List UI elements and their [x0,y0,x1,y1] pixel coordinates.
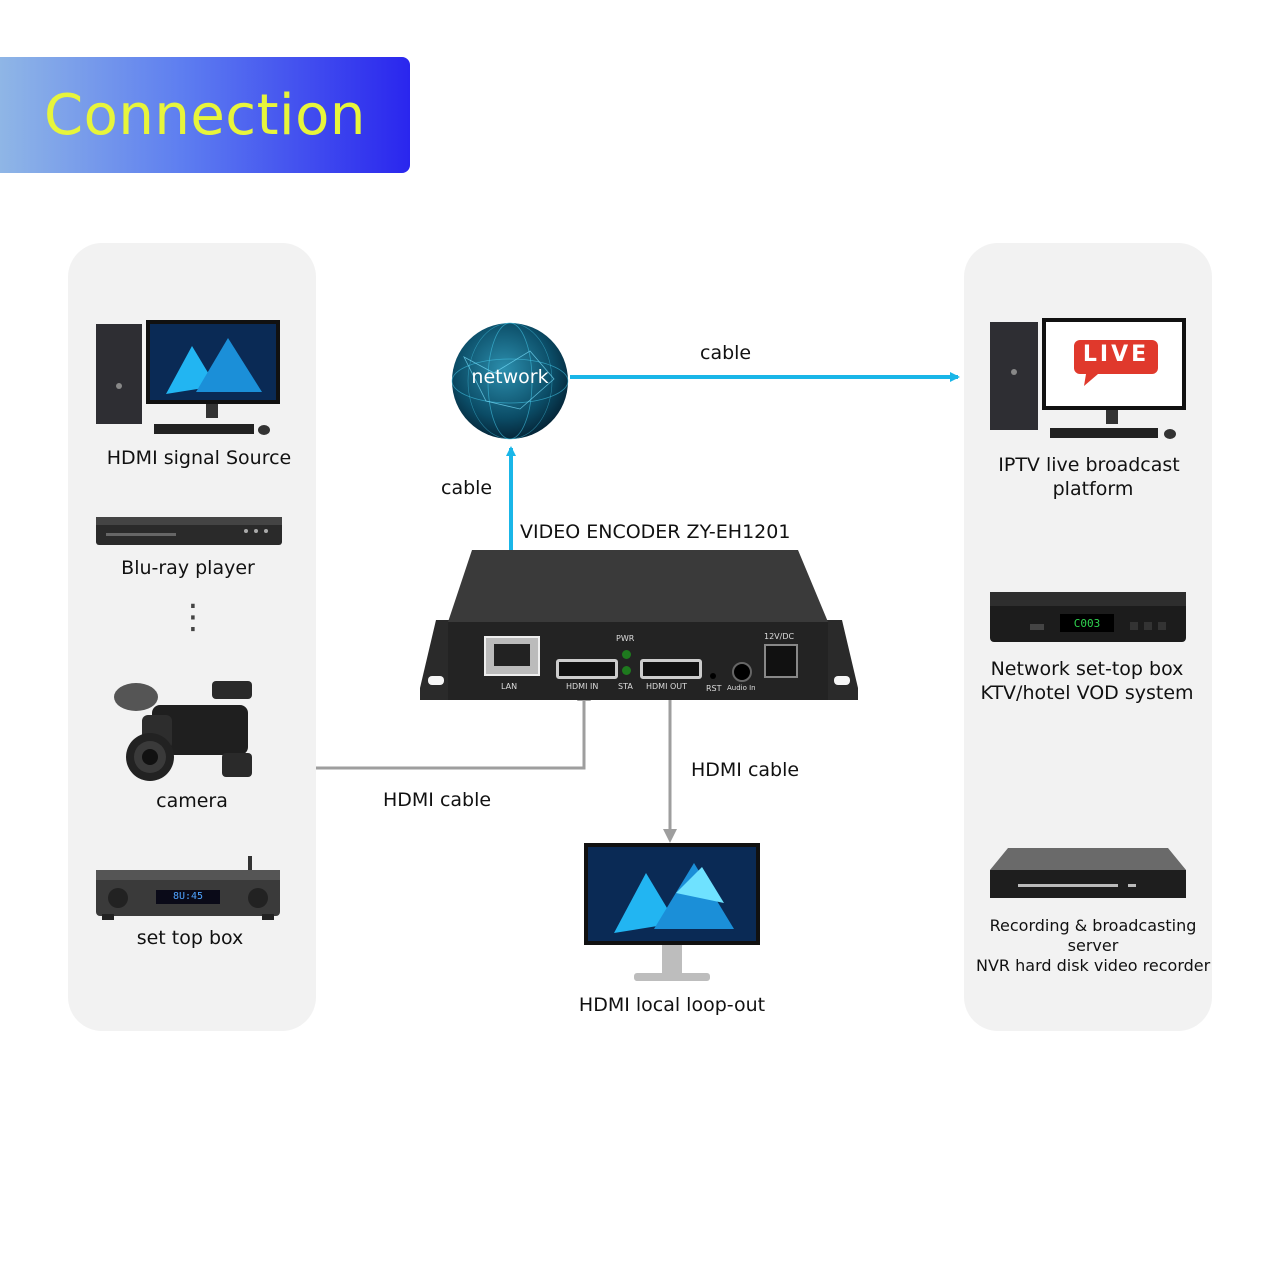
settop-display-text: 8U:45 [172,891,204,902]
dest-label-settop-line1: Network set-top box [990,658,1184,680]
nvr-recorder-icon [990,848,1186,898]
hdmi-in-label: HDMI IN [566,682,599,691]
title-banner: Connection [0,57,410,173]
encoder-label: VIDEO ENCODER ZY-EH1201 [520,521,791,543]
settop-box-icon [990,592,1186,642]
source-label-camera: camera [156,790,228,812]
cable-label-top: cable [700,342,752,364]
dest-label-nvr-line3: NVR hard disk video recorder [976,956,1211,975]
av-receiver-icon [96,856,280,920]
source-label-hdmi: HDMI signal Source [106,447,292,469]
bluray-player-icon [96,517,282,545]
dest-iptv-platform: LIVE [990,318,1186,442]
dest-label-nvr-line1: Recording & broadcasting [989,916,1197,935]
hdmi-out-port [640,659,702,679]
hdmi-in-port [556,659,618,679]
dest-nvr-recorder [988,846,1188,900]
source-desktop-pc [96,320,282,438]
network-globe: network [450,321,570,441]
hdmi-cable-label-left: HDMI cable [383,789,492,811]
lan-port [484,636,540,676]
audio-in-label: Audio In [727,684,756,692]
source-bluray [96,515,282,549]
settop-display-code: C003 [1073,617,1101,630]
live-pc-icon [990,318,1186,439]
network-label: network [471,366,549,388]
loopout-label: HDMI local loop-out [578,994,766,1016]
loopout-monitor [584,843,760,985]
dest-label-settop-line2: KTV/hotel VOD system [980,682,1194,704]
source-label-settop: set top box [136,927,244,949]
dc-label: 12V/DC [764,632,795,641]
dest-label-nvr-line2: server [1067,936,1119,955]
page-title: Connection [44,83,366,148]
hdmi-cable-label-right: HDMI cable [691,759,800,781]
source-label-bluray: Blu-ray player [121,557,255,579]
globe-icon [451,322,569,440]
ellipsis-icon: ⋮ [176,597,210,637]
pwr-led [622,650,631,659]
live-badge-text: LIVE [1082,342,1150,367]
camcorder-icon [114,681,252,781]
lan-label: LAN [501,682,518,691]
sta-led [622,666,631,675]
sta-label: STA [618,682,633,691]
dest-network-settop: C003 [990,590,1186,646]
rst-label: RST [706,684,722,693]
cable-label-vertical: cable [441,477,493,499]
reset-button [710,673,716,679]
source-camera [112,675,268,785]
video-encoder-device: PWR LAN HDMI IN STA HDMI OUT RST Audio I… [418,548,860,706]
hdmi-out-label: HDMI OUT [646,682,688,691]
audio-in-jack [732,662,752,682]
dest-label-iptv-line2: platform [1052,478,1134,500]
source-settop: 8U:45 [96,856,282,922]
dest-label-iptv-line1: IPTV live broadcast [998,454,1180,476]
desktop-pc-icon [96,320,280,435]
monitor-icon [584,843,760,981]
pwr-label: PWR [616,634,635,643]
dc-power-jack [764,644,798,678]
camera-to-encoder-hdmi-line [316,687,591,770]
